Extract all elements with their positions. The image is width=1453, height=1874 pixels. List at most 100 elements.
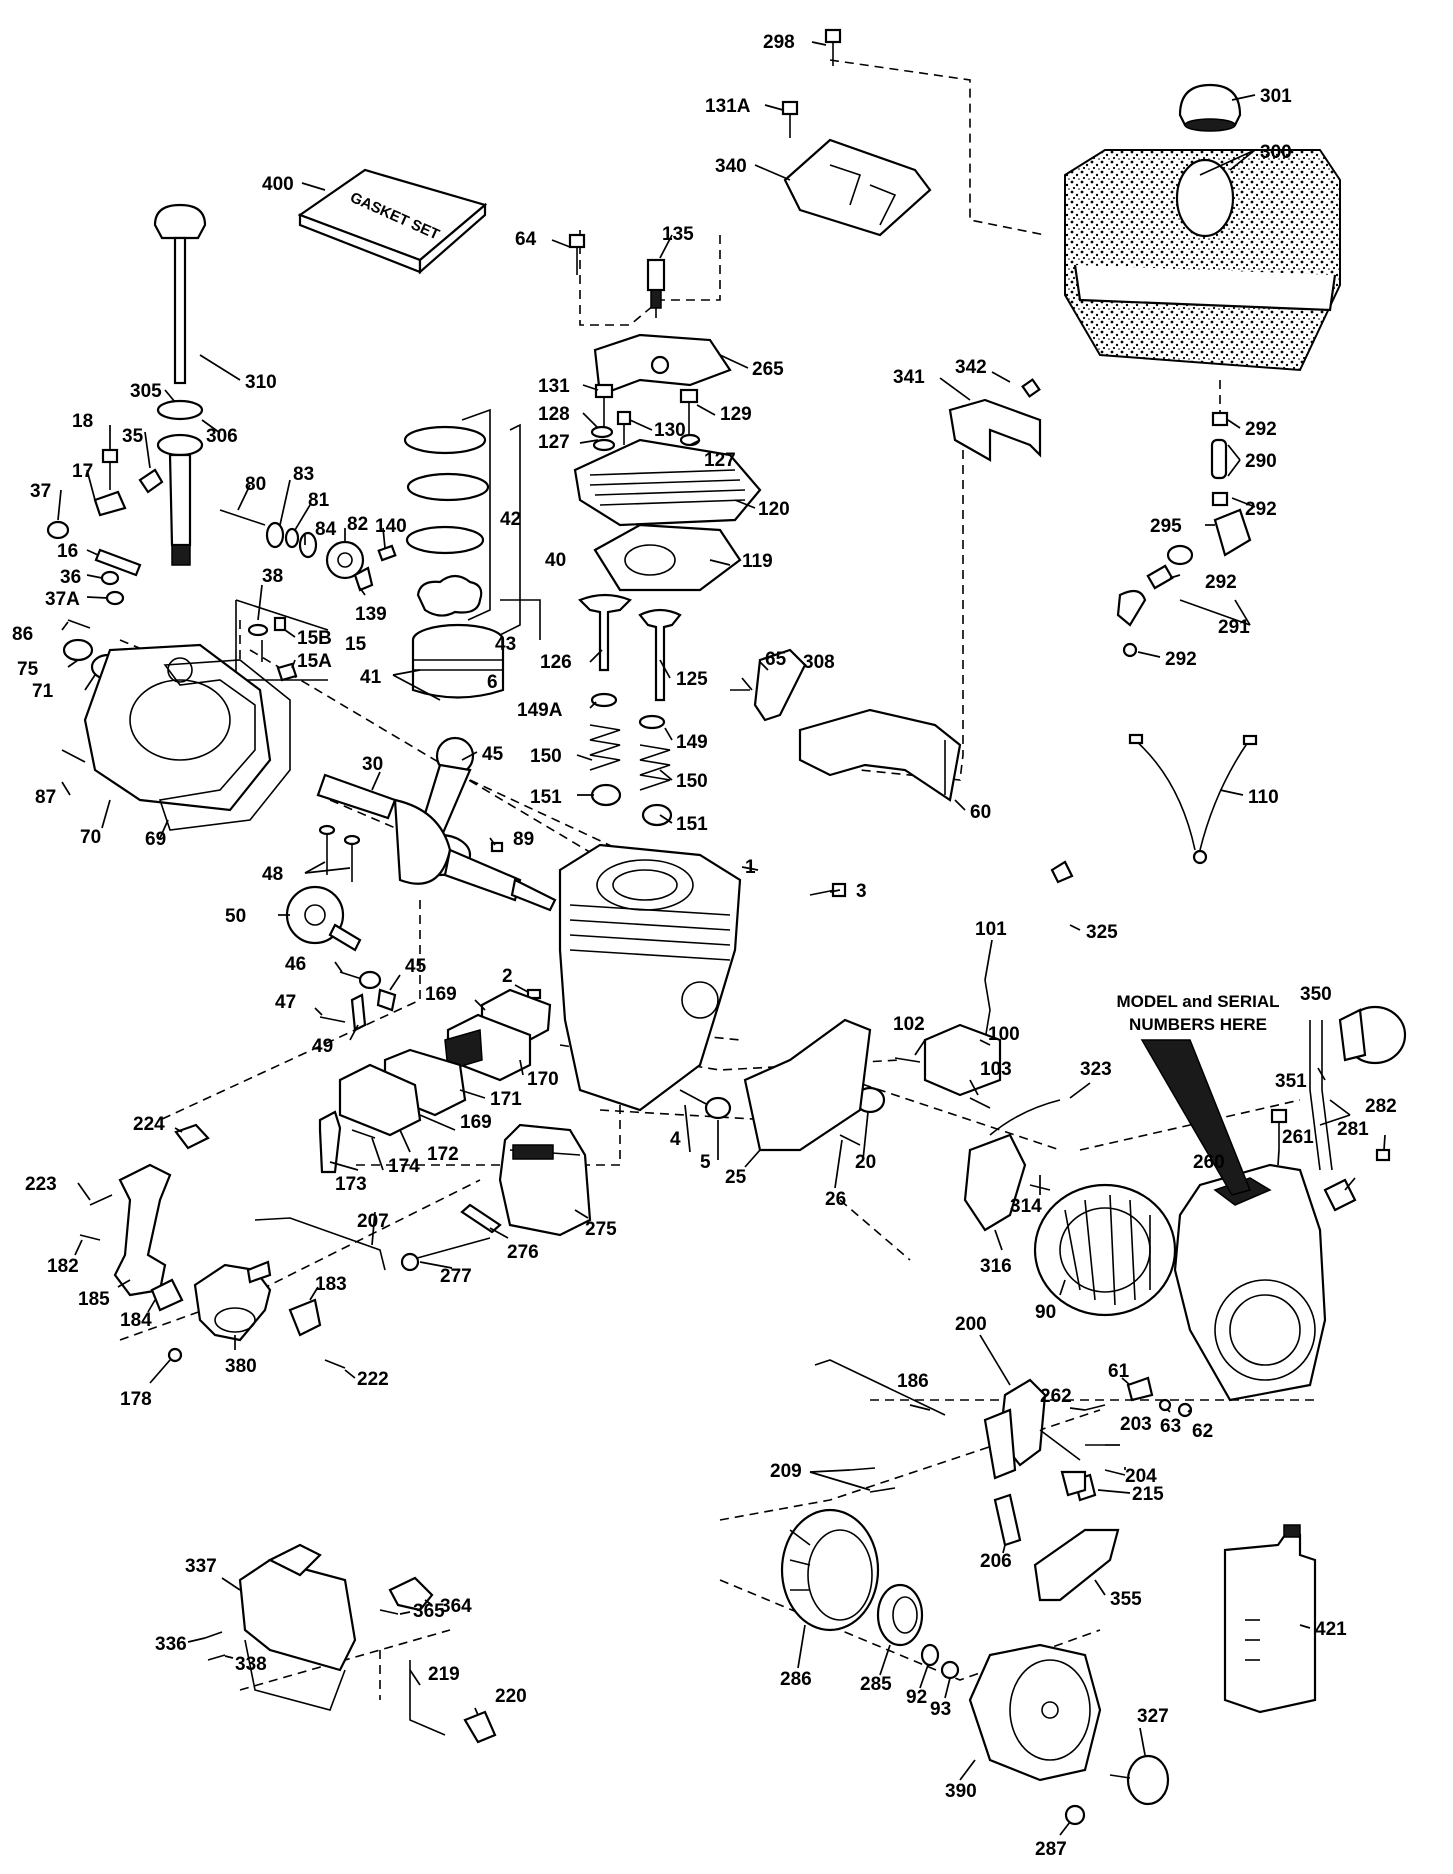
part-label-139: 139 [355,604,387,625]
part-label-215: 215 [1132,1484,1164,1505]
part-label-336: 336 [155,1634,187,1655]
part-label-260: 260 [1193,1152,1225,1173]
part-label-110: 110 [1248,787,1279,808]
crankshaft-shape [316,773,557,912]
part-label-15a: 15A [297,651,332,672]
part-label-173: 173 [335,1174,367,1195]
part-label-125: 125 [676,669,708,690]
part-label-262: 262 [1040,1386,1072,1407]
part-label-223: 223 [25,1174,57,1195]
intake-elbow-shape [113,1163,172,1297]
part-label-2: 2 [502,966,513,987]
part-label-131a: 131A [705,96,751,117]
part-label-182: 182 [47,1256,79,1277]
part-label-120: 120 [758,499,790,520]
part-label-174: 174 [388,1156,420,1177]
part-label-20: 20 [855,1152,876,1173]
part-label-71: 71 [32,681,54,702]
part-label-298: 298 [763,32,795,53]
part-label-49: 49 [312,1036,333,1057]
wiring-110-shape [1128,733,1258,865]
part-label-127-b: 127 [704,450,736,471]
part-label-306: 306 [206,426,238,447]
bolt-298-shape [824,28,842,66]
part-label-38: 38 [262,566,283,587]
part-label-1: 1 [745,857,756,878]
part-label-6: 6 [487,672,498,693]
choke-knob-shape [1338,1005,1407,1065]
rod-207-shape [254,1217,386,1271]
part-label-90: 90 [1035,1302,1056,1323]
part-label-364: 364 [440,1596,472,1617]
gasket-69-shape [158,659,291,831]
part-label-151-a: 151 [530,787,562,808]
part-label-350: 350 [1300,984,1332,1005]
part-label-340: 340 [715,156,747,177]
part-label-204: 204 [1125,1466,1157,1487]
part-label-15: 15 [345,634,367,655]
handle-355-shape [1033,1528,1120,1602]
part-label-26: 26 [825,1189,846,1210]
part-label-63: 63 [1160,1416,1181,1437]
model-serial-callout: MODEL and SERIAL NUMBERS HERE [1116,992,1280,1196]
engine-block-shape [558,843,742,1112]
part-label-83: 83 [293,464,314,485]
part-label-390: 390 [945,1781,977,1802]
part-label-337: 337 [185,1556,217,1577]
part-label-64: 64 [515,229,537,250]
part-label-261: 261 [1282,1127,1314,1148]
part-label-80: 80 [245,474,266,495]
part-label-224: 224 [133,1114,165,1135]
part-label-70: 70 [80,827,101,848]
part-label-25: 25 [725,1167,747,1188]
crankcase-cover-shape [83,643,272,812]
part-label-287: 287 [1035,1839,1067,1860]
spark-plug-shape [646,258,666,318]
head-gasket-shape [593,523,742,592]
part-label-308: 308 [803,652,835,673]
part-label-276: 276 [507,1242,539,1263]
part-label-151-b: 151 [676,814,708,835]
part-label-37: 37 [30,481,51,502]
part-label-365: 365 [413,1601,445,1622]
part-label-305: 305 [130,381,162,402]
part-label-184: 184 [120,1310,152,1331]
part-label-295: 295 [1150,516,1182,537]
blower-housing-shape [1173,1163,1327,1402]
part-label-149: 149 [676,732,708,753]
part-label-86: 86 [12,624,33,645]
part-label-186: 186 [897,1371,929,1392]
part-label-338: 338 [235,1654,267,1675]
part-label-129: 129 [720,404,752,425]
part-label-140: 140 [375,516,407,537]
part-label-61: 61 [1108,1361,1130,1382]
part-label-127-a: 127 [538,432,570,453]
part-label-219: 219 [428,1664,460,1685]
part-label-171: 171 [490,1089,522,1110]
part-label-150-a: 150 [530,746,562,767]
part-label-135: 135 [662,224,694,245]
part-label-149a: 149A [517,700,563,721]
part-label-81: 81 [308,490,330,511]
fuel-line-shape [1116,411,1252,658]
callout-line-2: NUMBERS HERE [1129,1015,1267,1034]
bracket-308-shape [753,648,807,722]
part-number-labels: 298 301 131A 300 340 400 64 135 310 265 … [12,32,1397,1860]
part-label-69: 69 [145,829,166,850]
dipstick-shape [153,203,207,385]
part-label-314: 314 [1010,1196,1042,1217]
muffler-shape [498,1123,592,1237]
part-label-169-a: 169 [425,984,457,1005]
parts: GASKET SET [46,28,1407,1826]
piston-rings-shape [403,408,521,636]
part-label-41: 41 [360,667,382,688]
part-label-183: 183 [315,1274,347,1295]
part-label-342: 342 [955,357,987,378]
control-bracket-shape [983,1378,1081,1480]
part-label-355: 355 [1110,1589,1142,1610]
part-label-341: 341 [893,367,925,388]
callout-line-1: MODEL and SERIAL [1116,992,1279,1011]
valves-shape [578,593,682,827]
ignition-module-shape [894,979,1002,1109]
part-label-185: 185 [78,1289,110,1310]
